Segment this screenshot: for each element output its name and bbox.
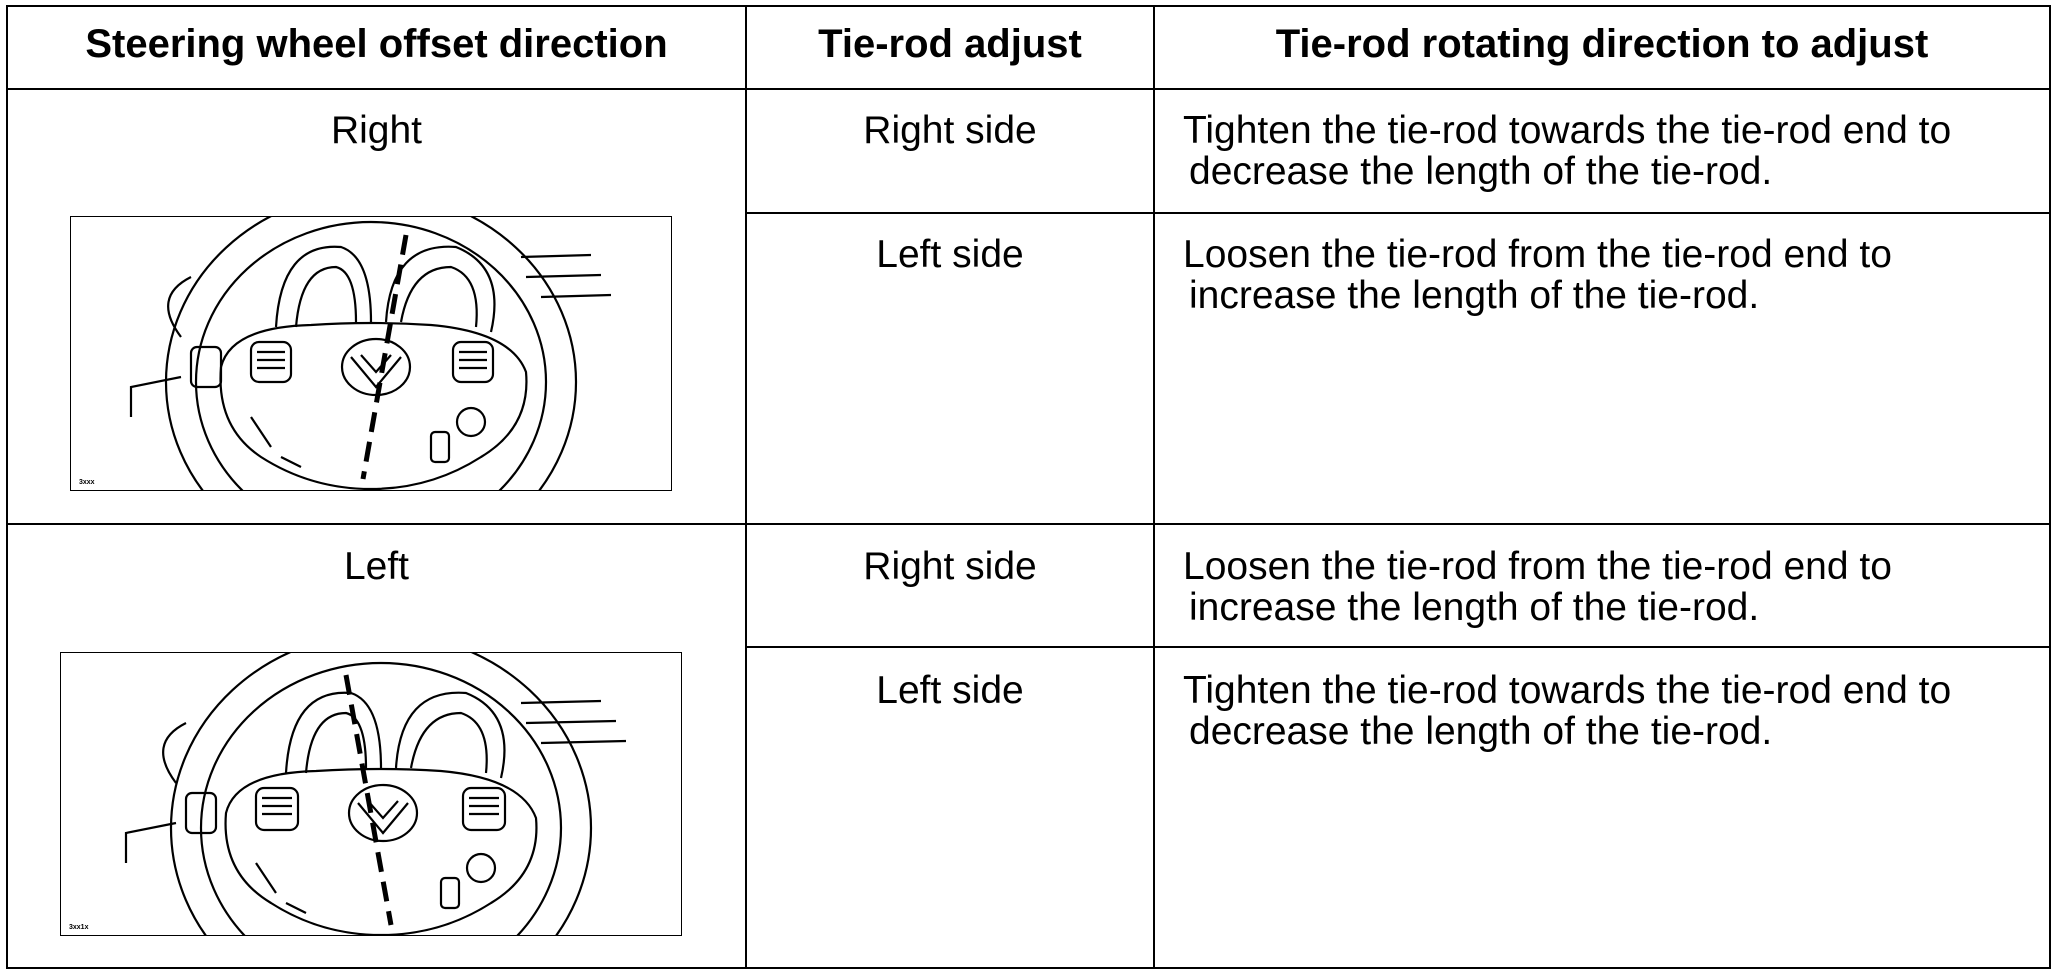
steering-wheel-left-icon <box>124 653 627 935</box>
rotation-instruction: Loosen the tie-rod from the tie-rod end … <box>1183 546 2043 628</box>
figure-code: 3xxx <box>79 479 95 486</box>
table-left-border <box>6 5 8 969</box>
table-bottom-border <box>6 967 2051 969</box>
instruction-line-2: increase the length of the tie-rod. <box>1189 586 1760 629</box>
figure-code: 3xx1x <box>69 924 89 931</box>
steering-wheel-offset-left-illustration: 3xx1x <box>60 652 682 936</box>
header-bottom-border <box>6 88 2051 90</box>
rotation-instruction: Tighten the tie-rod towards the tie-rod … <box>1183 670 2043 752</box>
instruction-line-1: Loosen the tie-rod from the tie-rod end … <box>1183 233 1892 276</box>
row-divider-group-2 <box>745 646 2051 648</box>
header-offset-direction: Steering wheel offset direction <box>85 22 668 66</box>
instruction-line-2: increase the length of the tie-rod. <box>1189 274 1760 317</box>
header-tie-rod-adjust: Tie-rod adjust <box>818 22 1082 66</box>
instruction-line-2: decrease the length of the tie-rod. <box>1189 710 1773 753</box>
steering-wheel-right-icon <box>129 217 612 490</box>
tie-rod-adjust-left-side: Left side <box>876 233 1024 276</box>
steering-wheel-offset-right-illustration: 3xxx <box>70 216 672 491</box>
tie-rod-adjust-left-side: Left side <box>876 669 1024 712</box>
instruction-line-1: Loosen the tie-rod from the tie-rod end … <box>1183 545 1892 588</box>
instruction-line-2: decrease the length of the tie-rod. <box>1189 150 1773 193</box>
rotation-instruction: Loosen the tie-rod from the tie-rod end … <box>1183 234 2043 316</box>
table-right-border <box>2049 5 2051 969</box>
offset-direction-left: Left <box>343 545 410 588</box>
tie-rod-adjust-right-side: Right side <box>863 545 1037 588</box>
instruction-line-1: Tighten the tie-rod towards the tie-rod … <box>1183 109 1952 152</box>
row-divider-group-1 <box>745 212 2051 214</box>
table-top-border <box>6 5 2051 7</box>
group-divider <box>6 523 2051 525</box>
instruction-line-1: Tighten the tie-rod towards the tie-rod … <box>1183 669 1952 712</box>
rotation-instruction: Tighten the tie-rod towards the tie-rod … <box>1183 110 2043 192</box>
column-divider-2 <box>1153 5 1155 969</box>
header-rotating-direction: Tie-rod rotating direction to adjust <box>1275 22 1929 66</box>
tie-rod-adjust-right-side: Right side <box>863 109 1037 152</box>
column-divider-1 <box>745 5 747 969</box>
offset-direction-right: Right <box>330 109 423 152</box>
